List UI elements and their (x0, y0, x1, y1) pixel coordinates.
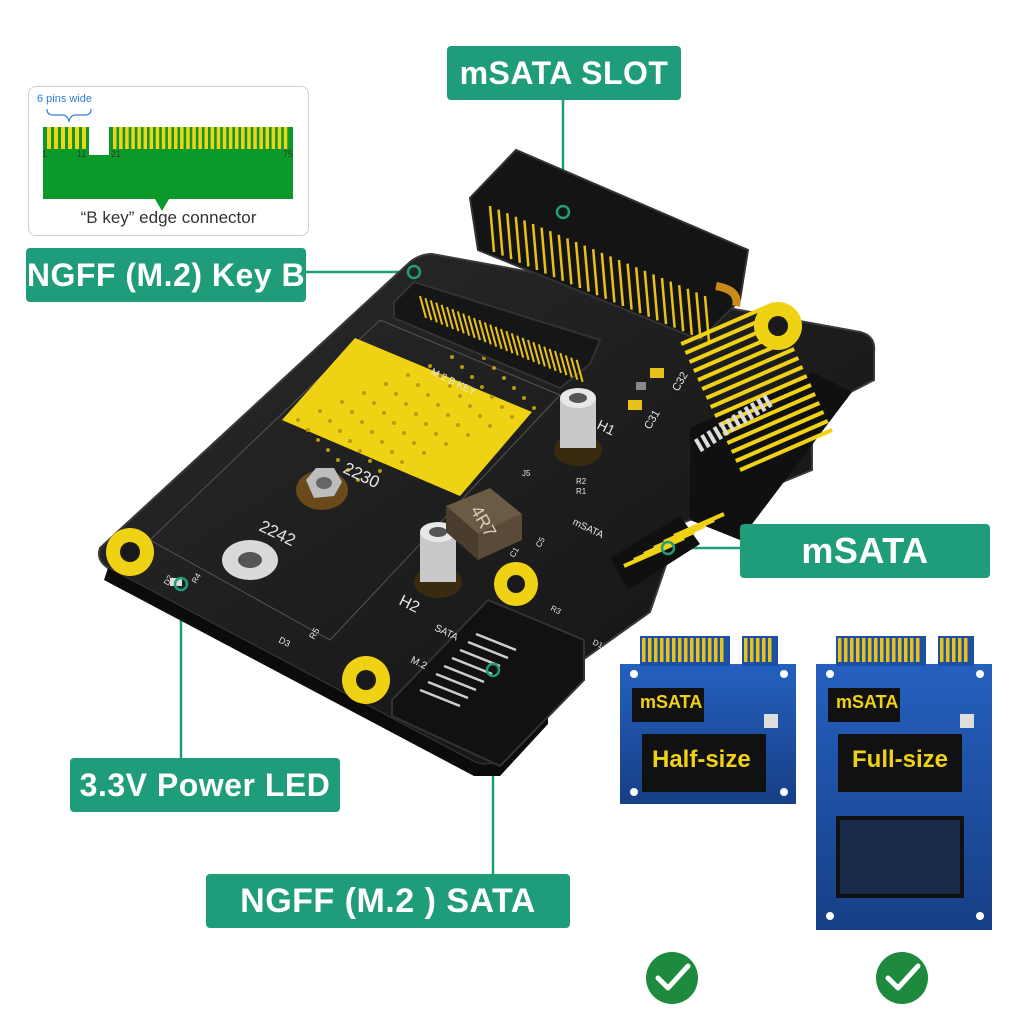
silk-r1: R1 (576, 487, 587, 496)
silk-j5: J5 (522, 469, 531, 478)
mounting-holes (106, 302, 802, 704)
silk-r5: R5 (307, 626, 321, 641)
full-card-label: mSATA (836, 692, 899, 712)
pins-wide-label: 6 pins wide (37, 93, 93, 105)
washer-2242 (222, 540, 278, 580)
msata-card-full (816, 636, 992, 930)
full-card-size: Full-size (852, 746, 949, 773)
pin-number-21: 21 (111, 149, 122, 159)
pin-number-1: 1 (42, 149, 48, 159)
nut-2230 (296, 468, 348, 510)
callout-power-led: 3.3V Power LED (70, 758, 340, 812)
silk-r3: R3 (549, 604, 563, 617)
standoff-h2 (414, 522, 462, 598)
msata-card-half (620, 636, 796, 804)
half-card-label: mSATA (640, 692, 703, 712)
pin-number-11: 11 (77, 149, 87, 159)
check-icon (876, 952, 928, 1004)
silk-d1: D1 (591, 638, 605, 651)
inset-caption: “B key” edge connector (80, 208, 257, 227)
inductor (446, 488, 522, 560)
b-key-inset: 6 pins wide 1 11 21 75 “B key” edge conn… (28, 86, 309, 236)
callout-ngff-key-b: NGFF (M.2) Key B (26, 248, 306, 302)
pin-number-75: 75 (283, 149, 294, 159)
callout-msata-slot: mSATA SLOT (447, 46, 681, 100)
callout-msata: mSATA (740, 524, 990, 578)
silk-h1: H1 (595, 416, 618, 438)
silk-d3: D3 (277, 635, 292, 649)
standoff-h1 (554, 388, 602, 466)
edge-connector-diagram (43, 108, 293, 211)
check-icon (646, 952, 698, 1004)
callout-ngff-sata: NGFF (M.2 ) SATA (206, 874, 570, 928)
adapter-board (98, 148, 876, 776)
half-card-size: Half-size (652, 746, 751, 773)
silk-r2: R2 (576, 477, 587, 486)
